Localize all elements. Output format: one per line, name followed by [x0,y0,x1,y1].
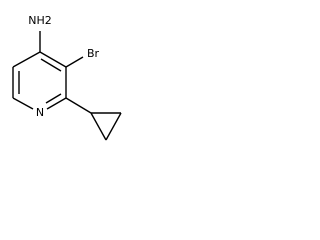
cyclopropyl-bond-c [90,112,107,141]
pyridine-ring [12,51,67,110]
bond-c2-cyclopropyl [65,97,92,114]
cyclopropyl-ring [90,112,122,141]
bond-c2-n1 [46,97,67,110]
bond-c4-c3 [39,51,67,68]
bond-c5-c4 [12,51,41,68]
ring-nitrogen-label: N [36,106,44,119]
cyclopropyl-bond-b [105,112,122,141]
bromine-label: Br [87,47,100,60]
chemical-structure: NH2 Br N [12,14,122,141]
double-bond-c2-n1-inner [45,93,62,104]
amine-label: NH2 [28,14,52,27]
bond-n1-c6 [12,97,34,110]
bond-c3-br [65,56,84,68]
double-bond-c3-c4-inner [40,58,62,72]
